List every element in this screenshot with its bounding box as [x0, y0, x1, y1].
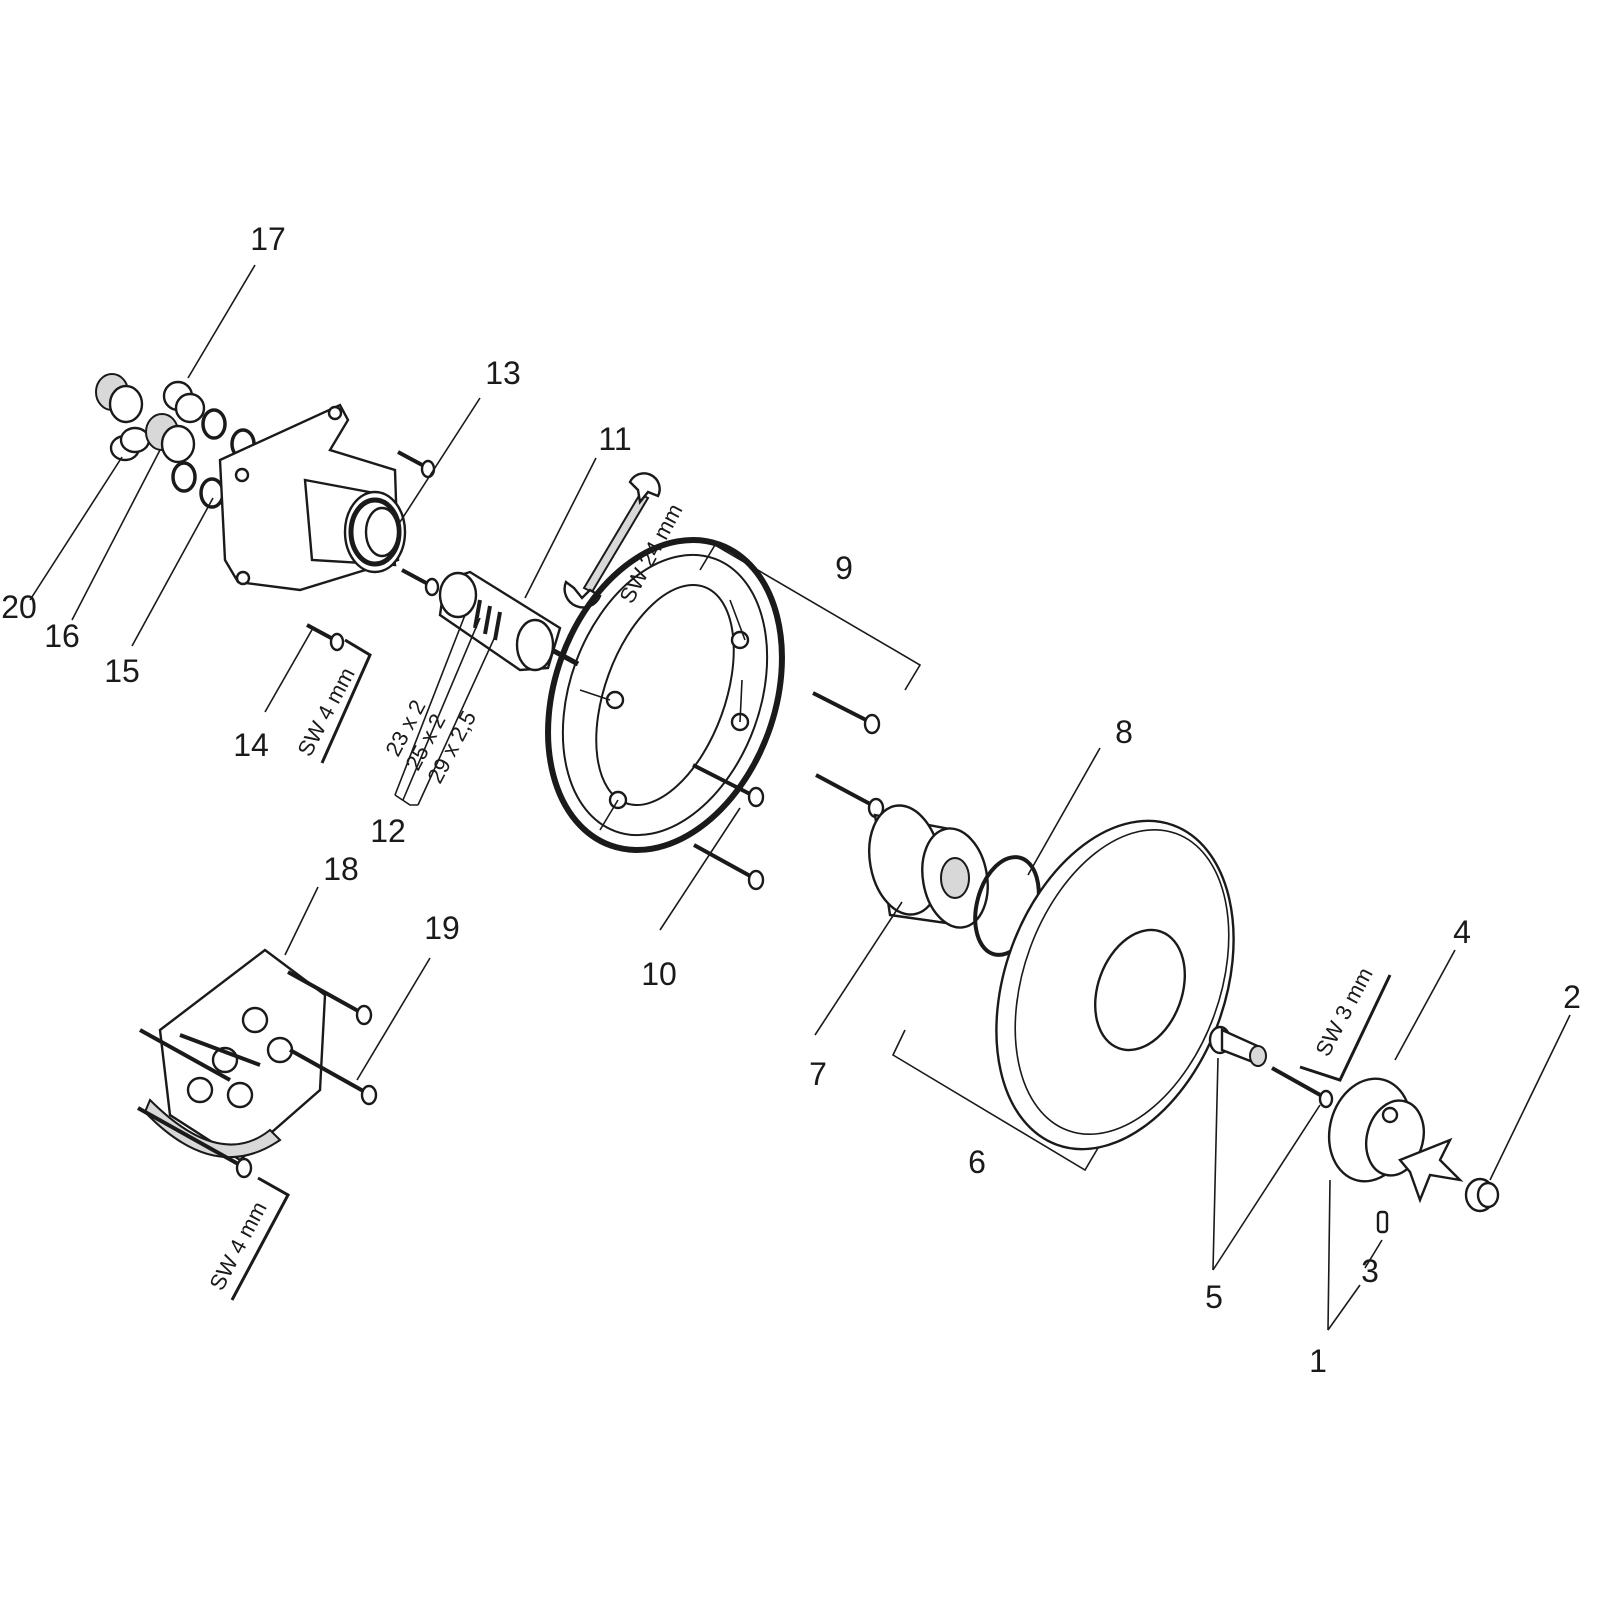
hex-key-size-label-top: SW 4 mm — [292, 663, 359, 760]
callout-20: 20 — [1, 589, 37, 625]
callout-19: 19 — [424, 910, 460, 946]
valve-body-13 — [218, 403, 407, 592]
screws-10 — [692, 691, 885, 891]
hex-key-size-label-sw3: SW 3 mm — [1310, 963, 1377, 1060]
callout-2: 2 — [1563, 979, 1581, 1015]
rough-in-block-18 — [143, 948, 327, 1162]
hex-key-sw4-top-icon — [320, 638, 372, 764]
handle-4 — [1327, 1077, 1464, 1204]
callout-11: 11 — [598, 421, 631, 457]
threaded-bush-16 — [145, 413, 196, 464]
extension-sleeve-7 — [868, 804, 989, 929]
callout-6: 6 — [968, 1144, 986, 1180]
callout-1: 1 — [1309, 1343, 1327, 1379]
callout-18: 18 — [323, 851, 359, 887]
spindle-extension-5 — [1208, 1025, 1267, 1067]
callout-8: 8 — [1115, 714, 1133, 750]
callout-16: 16 — [44, 618, 80, 654]
callout-13: 13 — [485, 355, 521, 391]
pin-3 — [1376, 1210, 1389, 1234]
screw-middle — [401, 568, 440, 597]
callout-17: 17 — [250, 221, 286, 257]
thermostatic-cartridge-11 — [438, 570, 580, 672]
callout-4: 4 — [1453, 914, 1471, 950]
check-valve-20 — [109, 426, 151, 462]
callout-7: 7 — [809, 1056, 827, 1092]
screws-19 — [137, 970, 378, 1179]
check-valve-17 — [162, 380, 206, 424]
callout-12: 12 — [370, 813, 406, 849]
threaded-bush-top — [95, 373, 144, 424]
hex-key-sw3-icon — [1299, 974, 1392, 1082]
screw-upper — [397, 450, 436, 479]
callout-5: 5 — [1205, 1279, 1223, 1315]
callout-3: 3 — [1361, 1253, 1379, 1289]
cap-2 — [1464, 1177, 1500, 1213]
escutcheon-6 — [995, 819, 1235, 1151]
mounting-ring-9 — [545, 537, 785, 853]
callout-14: 14 — [233, 727, 269, 763]
callout-10: 10 — [641, 956, 677, 992]
hex-key-sw4-bottom-icon — [230, 1176, 291, 1301]
wrench-size-label: SW 24 mm — [614, 500, 687, 608]
callout-9: 9 — [835, 550, 853, 586]
leader-lines — [29, 264, 1571, 1331]
grub-screw-5 — [1271, 1066, 1334, 1109]
screw-14 — [306, 623, 345, 652]
callout-15: 15 — [104, 653, 140, 689]
